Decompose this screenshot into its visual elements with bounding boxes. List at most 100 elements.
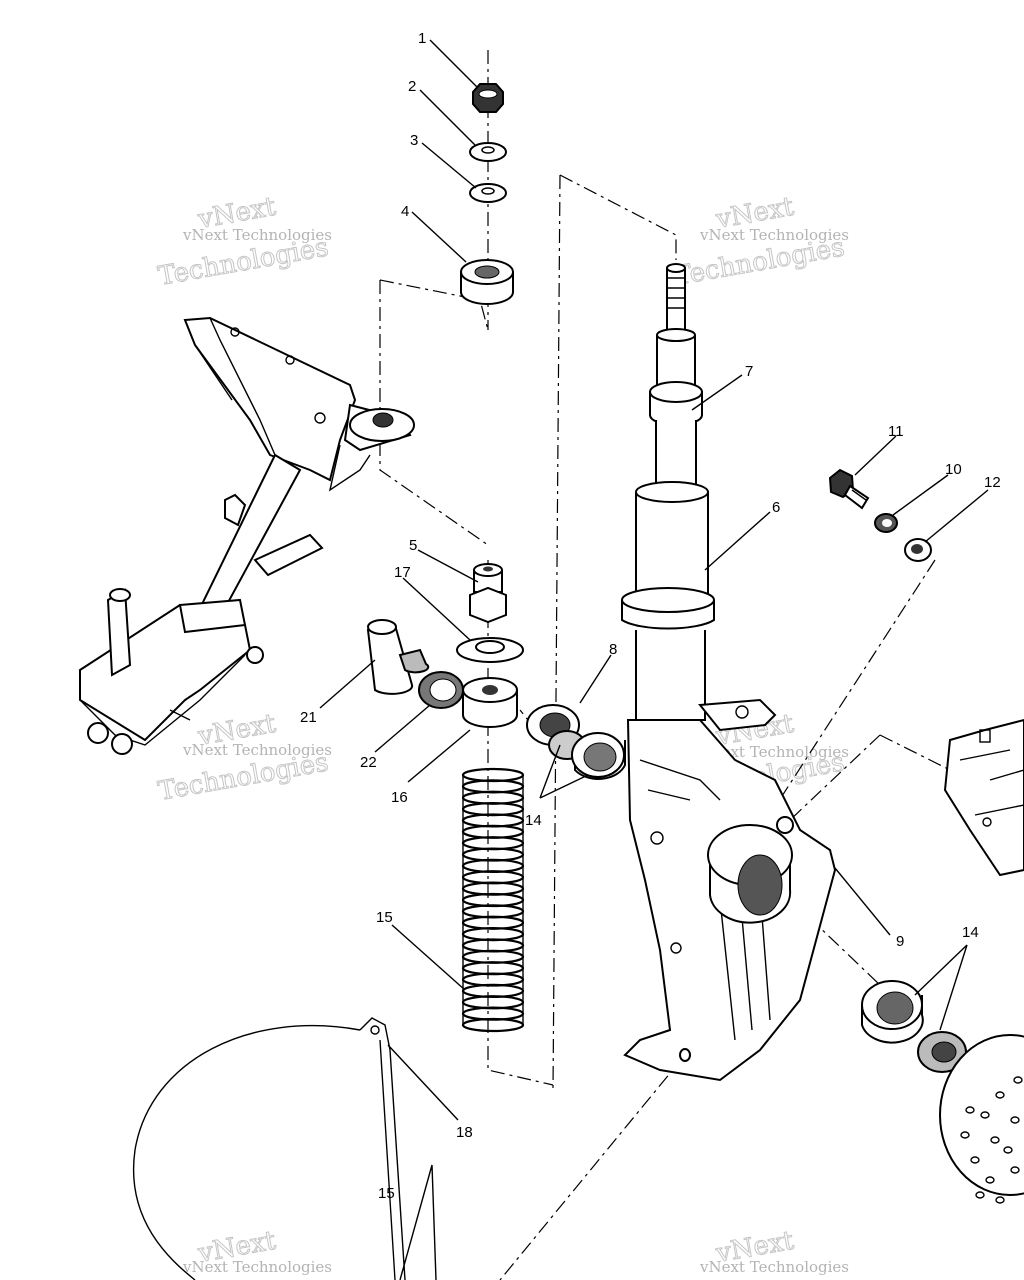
spring-coil [461,983,525,999]
watermark-bottom-left: vNext vNext Technologies [182,1225,332,1276]
spring-coil [461,813,525,828]
phantom-line-shaft [559,174,677,260]
suspension-frame [79,316,415,755]
callout-2: 2 [408,78,416,95]
spring-coil [461,881,525,896]
disc-hole [1010,1116,1020,1124]
washer-part [469,142,507,162]
spring-coil [461,836,525,851]
leader-lines [319,39,989,1121]
callout-9: 9 [896,933,904,950]
watermark-top-right: vNext vNext Technologies Technologies [672,191,850,292]
callout-11: 11 [888,423,904,440]
callout-12: 12 [984,474,1001,491]
washer-part [874,513,898,533]
phantom-line-hub [789,734,881,821]
fender-part [132,1017,437,1280]
spring-coil [461,1006,525,1021]
plunger-part [366,619,430,695]
spring-coil [461,790,525,805]
spring-outline [462,775,524,1025]
callout-7: 7 [745,363,753,380]
disc-hole [990,1136,1000,1144]
strut-body-part [621,481,715,721]
spring-coil [461,870,525,885]
callout-18: 18 [456,1124,473,1141]
spring-coil [461,915,525,930]
spring-coil [461,995,525,1010]
spring-coil [461,949,525,964]
spring-coil [461,904,525,919]
knuckle-part [623,698,837,1082]
wheel-hub-part [943,718,1024,877]
bolt-part [828,468,870,510]
watermark-text: vNext Technologies [182,226,332,244]
disc-hole [995,1091,1005,1099]
shaft-part [649,263,703,496]
spring-coil [461,926,525,942]
washer-part [469,183,507,203]
disc-hole [985,1176,995,1184]
phantom-line-shaft-left [552,174,561,1091]
callout-4: 4 [401,203,409,220]
disc-hole [980,1111,990,1119]
spring-coil [461,847,525,862]
spring-coil [461,972,525,987]
phantom-line-bolt-hole [879,734,951,771]
disc-hole [970,1156,980,1164]
phantom-line-lower [499,1054,686,1280]
watermark-text: vNext Technologies [699,1258,849,1276]
brake-disc-part [939,1034,1024,1204]
phantom-bracket-top [379,280,489,546]
spring-coil [461,1017,525,1033]
disc-hole [995,1196,1005,1204]
callout-17: 17 [394,564,411,581]
phantom-line-bolt [759,559,936,831]
callout-14: 14 [962,924,979,941]
callout-22: 22 [360,754,377,771]
disc-hole [975,1191,985,1199]
bearing-part [861,980,967,1073]
spring-coil [461,858,525,874]
disc-hole [1010,1166,1020,1174]
spring-coil [461,801,525,817]
washer-part [904,538,932,562]
callout-10: 10 [945,461,962,478]
washer-part [456,637,524,663]
spring-coil [461,824,525,839]
callout-3: 3 [410,132,418,149]
disc-hole [1003,1146,1013,1154]
watermark-text: vNext Technologies [182,1258,332,1276]
watermark-bottom-right: vNext vNext Technologies [699,1225,849,1276]
callout-numbers: 1 2 3 4 7 6 11 10 12 5 17 8 21 22 16 14 … [300,30,1001,1202]
bushing-part [460,259,514,305]
spring-cup-part [462,677,518,728]
callout-21: 21 [300,709,317,726]
watermark-text: vNext Technologies [182,741,332,759]
spring-coil [461,892,525,908]
axis-line-lower [487,560,554,1086]
coil-spring-part [461,767,525,1033]
callout-15: 15 [376,909,393,926]
disc-hole [960,1131,970,1139]
callout-8: 8 [609,641,617,658]
callout-1: 1 [418,30,426,47]
watermark-text: vNext Technologies [699,226,849,244]
disc-hole [965,1106,975,1114]
callout-14: 14 [525,812,542,829]
watermark-text: vNext Technologies [699,743,849,761]
stud-part [469,563,507,624]
spring-coil [461,961,525,976]
disc-hole [1013,1076,1023,1084]
spring-coil [461,938,525,953]
bearing-part [526,704,626,780]
nut-part [472,83,504,113]
callout-16: 16 [391,789,408,806]
callout-6: 6 [772,499,780,516]
callout-5: 5 [409,537,417,554]
seal-ring-part [418,671,464,709]
callout-15: 15 [378,1185,395,1202]
spring-coil [461,767,525,783]
watermark-top-left: vNext vNext Technologies Technologies [156,191,333,292]
